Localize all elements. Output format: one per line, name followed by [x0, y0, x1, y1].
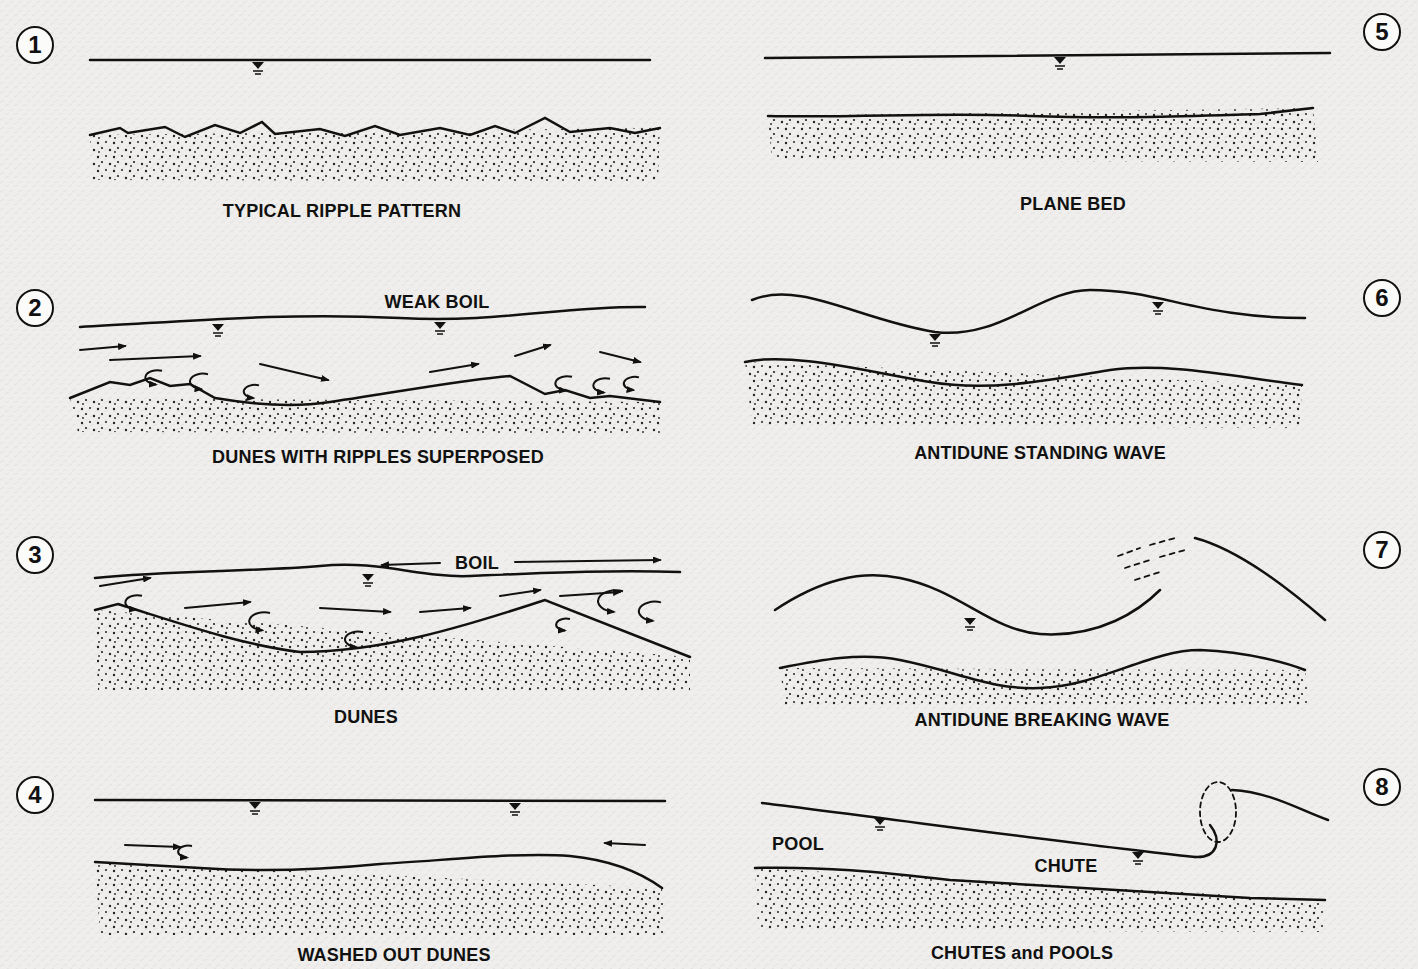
bedform-label: TYPICAL RIPPLE PATTERN [223, 201, 461, 222]
water-level-symbol [1133, 861, 1143, 864]
water-surface [762, 803, 1195, 857]
callout-number-text: 6 [1375, 286, 1388, 310]
eddy-curl [556, 619, 570, 631]
hydraulic-jump [1200, 782, 1236, 842]
water-surface [1232, 790, 1328, 820]
callout-number-text: 3 [28, 543, 41, 567]
sediment [70, 398, 660, 434]
water-level-symbol [1132, 852, 1144, 859]
bedform-label: CHUTE [1031, 856, 1102, 877]
water-level-symbol [434, 322, 446, 329]
callout-number-text: 5 [1375, 20, 1388, 44]
callout-number-text: 8 [1375, 775, 1388, 799]
eddy-curl [593, 378, 610, 392]
water-level-symbol [363, 583, 373, 586]
water-surface [90, 59, 650, 62]
water-level-symbol [213, 333, 223, 336]
eddy-curl [624, 377, 639, 390]
eddy-curl [190, 374, 208, 390]
sediment [755, 868, 1325, 932]
water-surface [80, 307, 645, 327]
water-level-symbol [1152, 302, 1164, 309]
water-level-symbol [250, 811, 260, 814]
callout-number-text: 7 [1375, 538, 1388, 562]
water-level-symbol [1055, 66, 1065, 69]
plane-bed [768, 108, 1313, 117]
water-level-symbol [964, 618, 976, 625]
sediment [95, 862, 665, 935]
eddy-curl [178, 846, 192, 858]
bedform-label: WASHED OUT DUNES [297, 945, 490, 966]
water-surface [1195, 538, 1325, 620]
eddy-curl [345, 632, 363, 648]
spray [1118, 538, 1185, 580]
water-level-symbol [362, 574, 374, 581]
sediment [745, 362, 1302, 428]
water-surface [95, 800, 665, 801]
callout-number: 5 [1363, 13, 1401, 51]
water-level-symbol [874, 818, 886, 825]
sediment [90, 128, 660, 182]
water-level-symbol [875, 827, 885, 830]
callout-number: 7 [1363, 531, 1401, 569]
water-surface [775, 575, 1160, 634]
eddy-curl [555, 376, 572, 390]
callout-number: 1 [16, 26, 54, 64]
bedform-label: BOIL [451, 553, 503, 574]
callout-number: 8 [1363, 768, 1401, 806]
callout-number: 6 [1363, 279, 1401, 317]
water-level-symbol [253, 71, 263, 74]
water-level-symbol [965, 627, 975, 630]
flow-arrow [80, 345, 660, 847]
eddy-curl [598, 590, 623, 612]
eddy-curl [249, 612, 270, 630]
bedform-label: POOL [772, 834, 824, 855]
water-surface [765, 53, 1330, 58]
sediment [768, 108, 1318, 162]
callout-number-text: 1 [28, 33, 41, 57]
eddy-curl [244, 385, 259, 398]
callout-number: 3 [16, 536, 54, 574]
water-level-symbol [510, 812, 520, 815]
ripple-bed [90, 118, 660, 137]
water-level-symbol [1153, 311, 1163, 314]
water-level-symbol [509, 803, 521, 810]
bedform-label: ANTIDUNE STANDING WAVE [914, 443, 1166, 464]
water-level-symbol [249, 802, 261, 809]
callout-number: 2 [16, 289, 54, 327]
eddy-curl [125, 595, 142, 609]
antidune-bed [745, 359, 1302, 386]
callout-number-text: 2 [28, 296, 41, 320]
callout-number-text: 4 [28, 783, 41, 807]
water-surface [95, 565, 680, 578]
bedform-label: ANTIDUNE BREAKING WAVE [914, 710, 1169, 731]
bedform-label: WEAK BOIL [385, 292, 490, 313]
dune-bed [95, 600, 690, 657]
bedform-label: DUNES [334, 707, 398, 728]
water-surface [752, 290, 1305, 333]
antidune-bed [780, 650, 1305, 688]
bedform-label: DUNES WITH RIPPLES SUPERPOSED [212, 447, 544, 468]
water-level-symbol [435, 331, 445, 334]
water-level-symbol [252, 62, 264, 69]
water-level-symbol [1054, 57, 1066, 64]
eddy-curl [639, 602, 661, 621]
callout-number: 4 [16, 776, 54, 814]
water-surface [1195, 825, 1217, 857]
water-level-symbol [212, 324, 224, 331]
dune-bed [70, 376, 660, 405]
bedform-label: CHUTES and POOLS [931, 943, 1113, 964]
water-level-symbol [929, 334, 941, 341]
washed-out-dune-bed [95, 855, 662, 888]
eddy-curl [145, 370, 162, 384]
eddies [125, 370, 661, 857]
water-level-symbol [930, 343, 940, 346]
bedform-label: PLANE BED [1020, 194, 1126, 215]
